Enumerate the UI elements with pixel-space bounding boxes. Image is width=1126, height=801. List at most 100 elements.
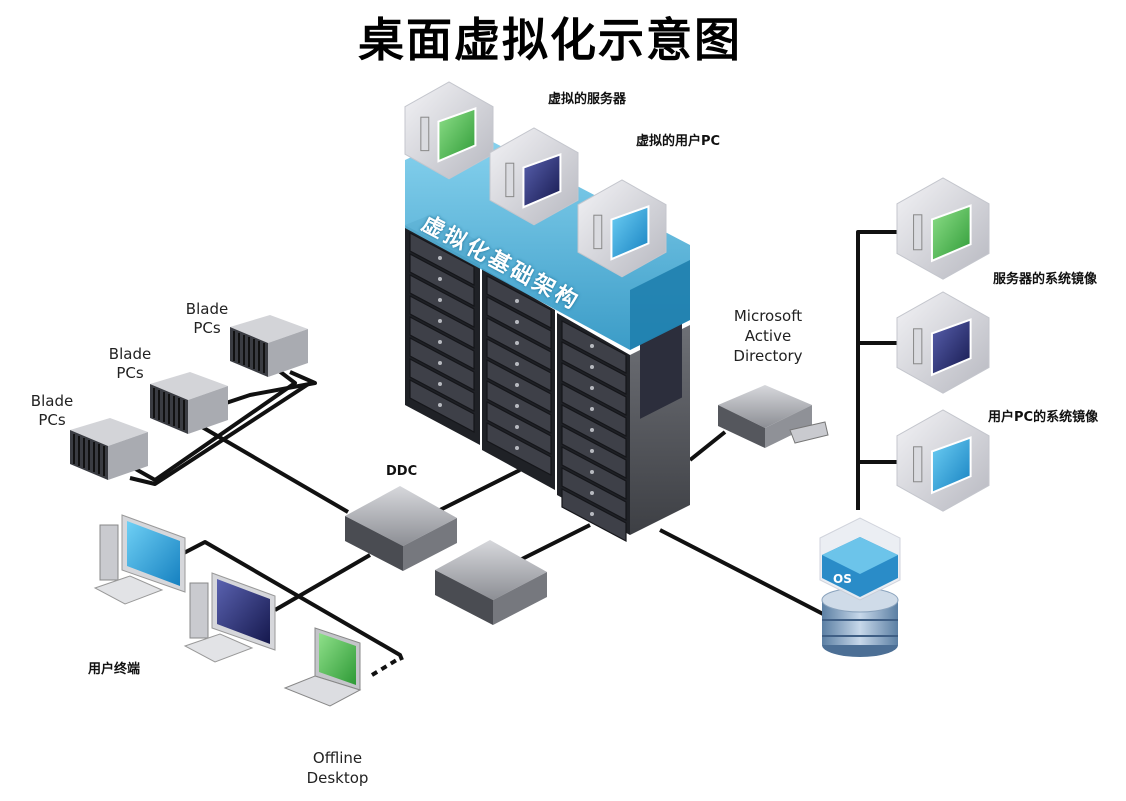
edge-box2-rack	[519, 523, 591, 562]
rack-unit	[486, 422, 552, 476]
rack-unit-led	[515, 425, 519, 429]
virtual-machines	[404, 81, 990, 512]
label-ad-line2: Active	[744, 327, 792, 345]
rack-units	[409, 232, 627, 542]
rack-unit-led	[590, 491, 594, 495]
rack-unit-led	[438, 277, 442, 281]
rack-unit	[561, 446, 627, 500]
vm-server-system-image[interactable]	[896, 177, 990, 280]
blade-chassis-1[interactable]	[70, 418, 148, 480]
rack-unit-led	[515, 383, 519, 387]
virtualization-infrastructure[interactable]	[405, 130, 690, 542]
microsoft-ad-appliance[interactable]	[718, 385, 829, 448]
rack-unit-led	[590, 365, 594, 369]
label-user-pc-system-image: 用户PC的系统镜像	[988, 410, 1099, 425]
rack-unit-led	[438, 382, 442, 386]
rack-unit	[409, 379, 475, 433]
rack-unit-led	[438, 403, 442, 407]
rack-unit-led	[438, 256, 442, 260]
rack-unit	[561, 362, 627, 416]
rack-unit-led	[438, 319, 442, 323]
edge-storage-images	[856, 230, 900, 510]
edge-rack-storage	[659, 528, 826, 617]
laptop-offline-desktop[interactable]	[283, 627, 362, 707]
label-microsoft-ad: Microsoft Active Directory	[722, 306, 814, 366]
rack-unit	[409, 232, 475, 286]
rack-unit-led	[438, 298, 442, 302]
edge-blade1	[129, 381, 312, 486]
laptop-keyboard	[283, 675, 362, 707]
rack-unit	[409, 274, 475, 328]
diagram-title: 桌面虚拟化示意图	[358, 13, 742, 67]
rack-unit-led	[515, 341, 519, 345]
rack-unit	[486, 317, 552, 371]
label-offline-line2: Desktop	[306, 769, 369, 787]
edge-ddc-rack	[439, 468, 521, 512]
desktop-user-terminal-2[interactable]	[183, 572, 276, 663]
rack-unit-led	[590, 344, 594, 348]
vm-user-pc-system-image-2[interactable]	[896, 409, 990, 512]
blade-chassis-2[interactable]	[150, 372, 228, 434]
rack-unit-led	[515, 299, 519, 303]
label-blade-pcs-2: Blade PCs	[103, 345, 157, 383]
blade-chassis-3[interactable]	[230, 315, 308, 377]
rack-unit	[561, 404, 627, 458]
label-blade-line2: PCs	[38, 411, 66, 429]
os-label: OS	[833, 572, 852, 586]
label-blade-pcs-3: Blade PCs	[180, 300, 234, 338]
keyboard	[183, 633, 254, 663]
monitor-screen	[437, 106, 477, 163]
label-offline-line1: Offline	[312, 749, 363, 767]
rack-unit	[561, 467, 627, 521]
rack-unit	[409, 295, 475, 349]
label-ad-line1: Microsoft	[733, 307, 803, 325]
rack-unit	[486, 380, 552, 434]
rack-unit-led	[590, 512, 594, 516]
rack-unit	[486, 359, 552, 413]
pc-tower	[99, 524, 119, 581]
rack-unit	[486, 275, 552, 329]
label-ad-line3: Directory	[733, 347, 803, 365]
label-blade-line1: Blade	[185, 300, 229, 318]
vm-user-pc-system-image-1[interactable]	[896, 291, 990, 394]
rack-unit	[561, 488, 627, 542]
pc-tower	[189, 582, 209, 639]
rack-unit	[561, 341, 627, 395]
edge-terminal1-ddc	[179, 540, 404, 661]
os-storage[interactable]: OS	[819, 517, 901, 657]
pc-tower	[913, 446, 923, 483]
ddc-server[interactable]	[345, 486, 457, 571]
monitor-screen	[217, 579, 270, 644]
monitor-screen	[930, 436, 972, 495]
label-virtual-user-pc: 虚拟的用户PC	[636, 134, 721, 149]
monitor-screen	[930, 204, 972, 263]
server-box-2[interactable]	[435, 540, 547, 625]
edge-ad-rack	[688, 430, 727, 462]
rack-unit-led	[515, 404, 519, 408]
vm-virtual-user-pc-1[interactable]	[489, 127, 579, 226]
connections	[124, 230, 900, 677]
pc-tower	[593, 214, 603, 250]
vm-virtual-server[interactable]	[404, 81, 494, 180]
rack-unit	[409, 358, 475, 412]
rack-unit	[486, 296, 552, 350]
label-blade-line2: PCs	[193, 319, 221, 337]
vm-virtual-user-pc-2[interactable]	[577, 179, 667, 278]
label-blade-line1: Blade	[30, 392, 74, 410]
monitor-screen	[930, 318, 972, 377]
virtualization-band	[405, 130, 690, 350]
label-ddc: DDC	[386, 464, 418, 479]
keyboard	[93, 575, 164, 605]
rack-unit	[409, 337, 475, 391]
pc-tower	[505, 162, 515, 198]
pc-tower	[913, 328, 923, 365]
desktop-user-terminal-1[interactable]	[93, 514, 186, 605]
rack-unit	[561, 425, 627, 479]
rack-unit-led	[515, 320, 519, 324]
pc-tower	[420, 116, 430, 152]
label-blade-line2: PCs	[116, 364, 144, 382]
edge-terminal2-ddc	[273, 553, 372, 612]
monitor-screen	[522, 152, 562, 209]
